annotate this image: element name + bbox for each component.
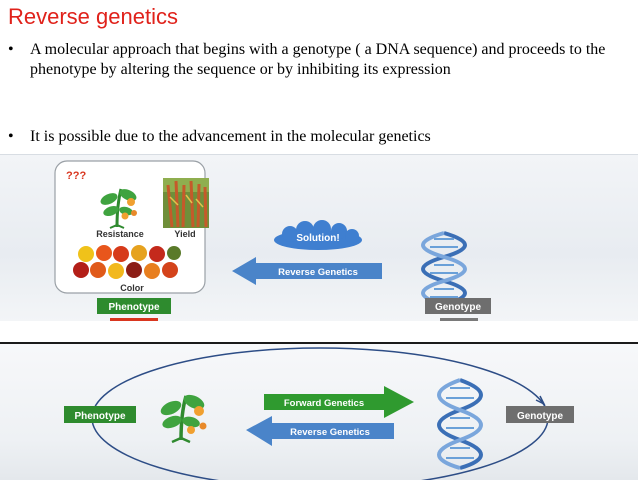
forward-reverse-diagram: Phenotype Forward Genetics Reverse Genet… — [0, 342, 638, 480]
phenotype-label: Phenotype — [74, 411, 126, 422]
genotype-tag — [425, 298, 491, 314]
reverse-label: Reverse Genetics — [278, 267, 358, 278]
crop-photo — [163, 178, 209, 228]
reverse-genetics-diagram: ??? Resistance Yield — [0, 154, 638, 321]
bullet-text: A molecular approach that begins with a … — [30, 41, 606, 78]
reverse-label: Reverse Genetics — [290, 427, 370, 438]
solution-cloud — [274, 220, 362, 250]
resistance-label: Resistance — [96, 229, 144, 239]
unknown-mark: ??? — [66, 170, 86, 182]
solution-label: Solution! — [296, 233, 339, 244]
yield-label: Yield — [174, 229, 195, 239]
bullet-marker: • — [8, 41, 14, 58]
reverse-arrow — [246, 416, 394, 446]
reverse-genetics-figure: ??? Resistance Yield — [54, 160, 491, 321]
plant-icon — [100, 188, 137, 229]
cut-off-text — [110, 318, 158, 321]
cycle-arrowhead — [535, 395, 546, 406]
phenotype-tag — [64, 406, 136, 423]
bullet-item: • It is possible due to the advancement … — [8, 127, 628, 149]
genotype-label: Genotype — [435, 302, 482, 313]
genotype-tag — [506, 406, 574, 423]
reverse-arrow — [232, 257, 382, 285]
bullet-marker: • — [8, 128, 14, 145]
dna-helix-icon — [421, 231, 467, 307]
dna-helix-icon — [437, 378, 483, 470]
bullet-item: • A molecular approach that begins with … — [8, 40, 628, 104]
plant-icon — [160, 394, 207, 444]
slide-title: Reverse genetics — [8, 4, 178, 29]
cut-off-text — [440, 318, 478, 321]
forward-arrow — [264, 386, 414, 418]
phenotype-label: Phenotype — [108, 302, 160, 313]
forward-reverse-figure: Phenotype Forward Genetics Reverse Genet… — [64, 347, 574, 480]
forward-label: Forward Genetics — [284, 398, 364, 409]
bullet-text: It is possible due to the advancement in… — [30, 128, 431, 145]
genotype-label: Genotype — [517, 411, 564, 422]
phenotype-tag — [97, 298, 171, 314]
tomatoes-photo — [73, 245, 181, 279]
color-label: Color — [120, 283, 144, 293]
